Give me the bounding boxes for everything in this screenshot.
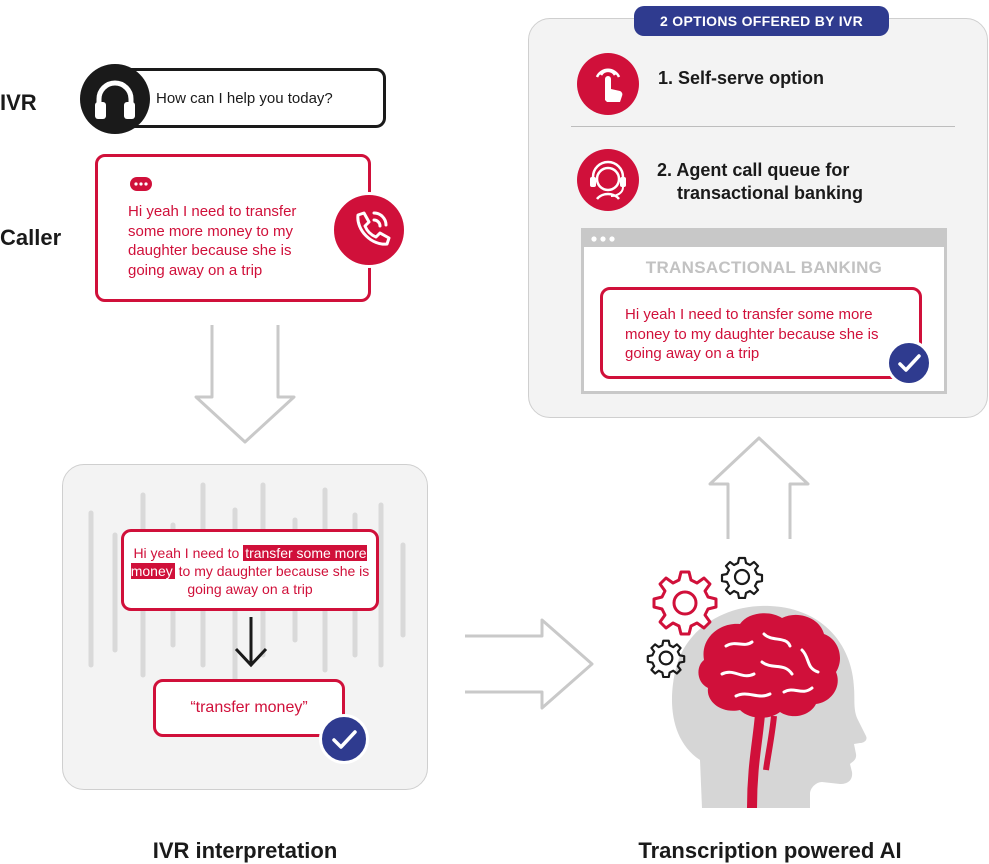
- ivr-interpretation-panel: Hi yeah I need to transfer some more mon…: [62, 464, 428, 790]
- gear-icon-large: [650, 568, 720, 638]
- interpretation-arrow-icon: [231, 615, 271, 671]
- window-message-text: Hi yeah I need to transfer some more mon…: [625, 306, 879, 362]
- headset-agent-icon: [577, 149, 639, 211]
- utterance-text: Hi yeah I need to transfer some more mon…: [129, 544, 371, 598]
- intent-box: “transfer money”: [153, 679, 345, 737]
- caller-bubble: Hi yeah I need to transfer some more mon…: [95, 154, 371, 302]
- window-message-box: Hi yeah I need to transfer some more mon…: [600, 287, 922, 379]
- window-checkmark-icon: [886, 340, 932, 386]
- option2-line1: 2. Agent call queue for: [657, 160, 850, 180]
- headphones-icon: [80, 64, 150, 134]
- option1-label: 1. Self-serve option: [658, 68, 825, 88]
- option2-label: 2. Agent call queue for transactional ba…: [657, 159, 863, 205]
- brain-head-icon: [640, 550, 870, 810]
- caller-bubble-text: Hi yeah I need to transfer some more mon…: [128, 203, 297, 279]
- touch-finger-icon: [577, 53, 639, 115]
- intent-text: “transfer money”: [190, 699, 308, 716]
- utterance-box: Hi yeah I need to transfer some more mon…: [121, 529, 379, 611]
- arrow-right-icon: [462, 614, 598, 714]
- utterance-before: Hi yeah I need to: [133, 545, 244, 561]
- option2-line2: transactional banking: [677, 183, 864, 203]
- ivr-label: IVR: [0, 90, 37, 115]
- window-title: TRANSACTIONAL BANKING: [645, 258, 883, 277]
- ivr-bubble-text: How can I help you today?: [156, 90, 333, 107]
- caption-transcription-ai: Transcription powered AI: [638, 838, 902, 863]
- arrow-down-icon: [190, 322, 300, 447]
- phone-ringing-icon: [331, 192, 407, 268]
- checkmark-icon: [319, 714, 369, 764]
- ivr-bubble: How can I help you today?: [118, 68, 386, 128]
- caller-label: Caller: [0, 225, 62, 250]
- window-titlebar: [584, 231, 944, 247]
- arrow-up-icon: [704, 434, 814, 542]
- chat-dots-icon: [130, 177, 152, 191]
- caption-ivr-interpretation: IVR interpretation: [152, 838, 338, 863]
- gear-icon-top: [720, 555, 764, 599]
- utterance-after: to my daughter because she is going away…: [174, 563, 370, 597]
- options-badge: 2 OPTIONS OFFERED BY IVR: [634, 6, 889, 36]
- transactional-banking-window: TRANSACTIONAL BANKING Hi yeah I need to …: [581, 228, 947, 394]
- gear-icon-small: [646, 638, 686, 678]
- options-panel: 1. Self-serve option 2. Agent call queue…: [528, 18, 988, 418]
- option-divider: [571, 126, 955, 127]
